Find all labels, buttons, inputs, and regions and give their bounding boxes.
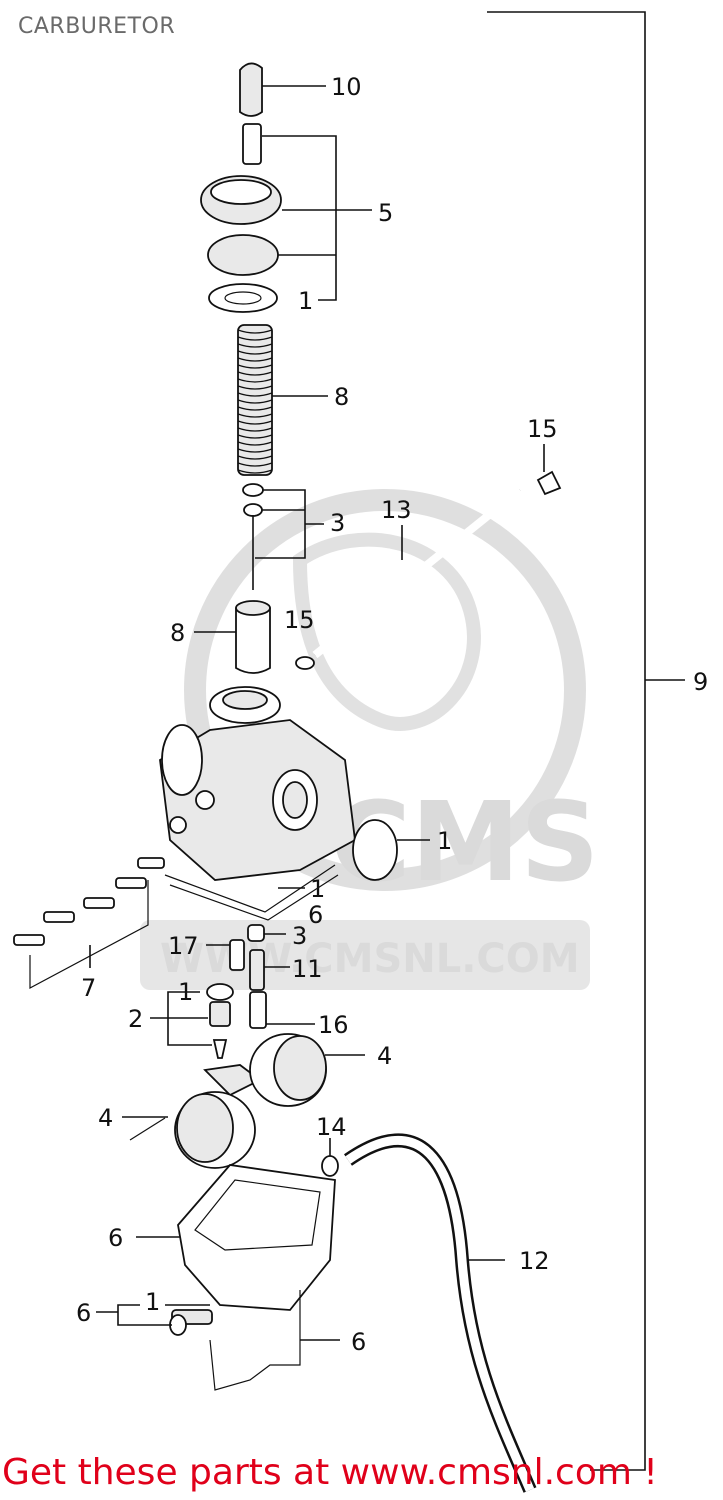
callout-13: 13 [381, 496, 412, 524]
assembly-bracket-9 [487, 11, 646, 1471]
callout-4b: 4 [98, 1104, 113, 1132]
part-8-spring [237, 324, 328, 476]
callout-1b: 1 [437, 827, 452, 855]
part-3-needle [242, 483, 324, 590]
callout-6b: 6 [108, 1224, 123, 1252]
callout-10: 10 [331, 73, 362, 101]
callout-1e: 1 [145, 1288, 160, 1316]
callout-3b: 3 [292, 922, 307, 950]
callout-15b: 15 [284, 606, 315, 634]
callout-4: 4 [377, 1042, 392, 1070]
part-13-vent-tube [312, 486, 523, 659]
diagram-title: CARBURETOR [18, 14, 176, 39]
callout-5: 5 [378, 199, 393, 227]
part-15-clip-upper [536, 444, 562, 496]
callout-8: 8 [334, 383, 349, 411]
callout-6d: 6 [76, 1299, 91, 1327]
part-10-cap [239, 62, 326, 117]
callout-8b: 8 [170, 619, 185, 647]
part-12-drain-hose [344, 1133, 537, 1493]
callout-6c: 6 [351, 1328, 366, 1356]
callout-1c: 1 [310, 875, 325, 903]
part-jets-stack [206, 924, 315, 1029]
callout-7: 7 [81, 974, 96, 1002]
part-7-screws [13, 857, 165, 990]
callout-6: 6 [308, 901, 323, 929]
callout-15: 15 [527, 415, 558, 443]
callout-11: 11 [292, 955, 323, 983]
callout-3: 3 [330, 509, 345, 537]
part-6-drain-screw [96, 1304, 213, 1336]
callout-14: 14 [316, 1113, 347, 1141]
callout-9: 9 [693, 668, 708, 696]
callout-16: 16 [318, 1011, 349, 1039]
part-6-float-bowl [136, 1164, 340, 1391]
part-15-clip-lower [295, 656, 315, 670]
watermark-site: WWW.CMSNL.COM [160, 936, 580, 982]
carburetor-body [159, 686, 430, 921]
part-8-throttle-slide [194, 600, 271, 674]
part-2-needle-valve [150, 983, 234, 1059]
part-14-clip [321, 1138, 339, 1177]
callout-1d: 1 [178, 978, 193, 1006]
callout-2: 2 [128, 1005, 143, 1033]
footer-promo-link[interactable]: Get these parts at www.cmsnl.com ! [2, 1452, 658, 1493]
callout-17: 17 [168, 932, 199, 960]
callout-1: 1 [298, 287, 313, 315]
callout-12: 12 [519, 1247, 550, 1275]
part-4-float [122, 1033, 365, 1169]
part-5-top-assembly [200, 123, 372, 313]
